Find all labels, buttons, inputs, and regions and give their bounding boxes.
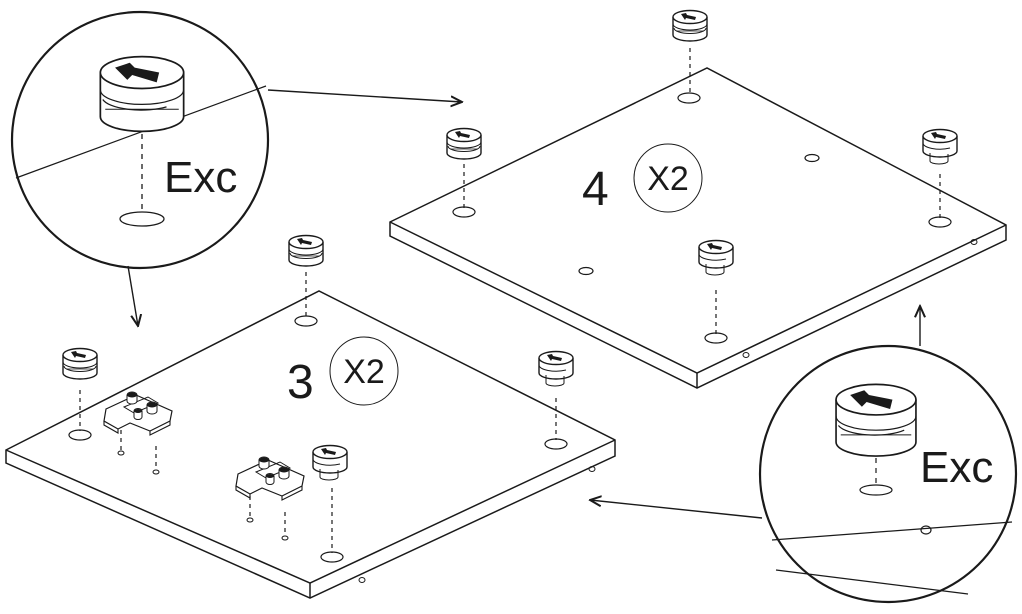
panel-4-step-number: 4	[582, 163, 609, 216]
panel-4-board: 4 X2	[389, 9, 1007, 389]
cam-lock-fitting-icon	[446, 127, 482, 160]
magnifier-callout-icon	[10, 10, 270, 270]
cam-lock-fitting-icon	[288, 234, 324, 267]
pointer-arrow-icon	[267, 89, 462, 102]
zoom-label: Exc	[164, 153, 237, 202]
panel-3-board: 3 X2	[5, 234, 616, 599]
zoom-callout-bottom-right: Exc	[758, 344, 1018, 604]
cam-lock-fitting-icon	[62, 347, 98, 380]
magnifier-callout-icon	[758, 344, 1018, 604]
cam-lock-fitting-icon	[672, 9, 708, 42]
cam-lock-fitting-icon	[922, 128, 958, 165]
pointer-arrows	[127, 89, 920, 519]
zoom-callout-top-left: Exc	[10, 10, 270, 270]
pointer-arrow-icon	[127, 265, 138, 326]
panel-3-quantity: X2	[343, 353, 385, 391]
cam-lock-fitting-icon	[835, 383, 917, 457]
panel-3-step-number: 3	[287, 356, 314, 409]
pointer-arrow-icon	[590, 500, 763, 519]
cam-lock-fitting-icon	[99, 55, 185, 133]
zoom-label: Exc	[920, 443, 993, 492]
panel-4-quantity: X2	[647, 160, 689, 198]
cam-lock-fitting-icon	[538, 350, 574, 387]
